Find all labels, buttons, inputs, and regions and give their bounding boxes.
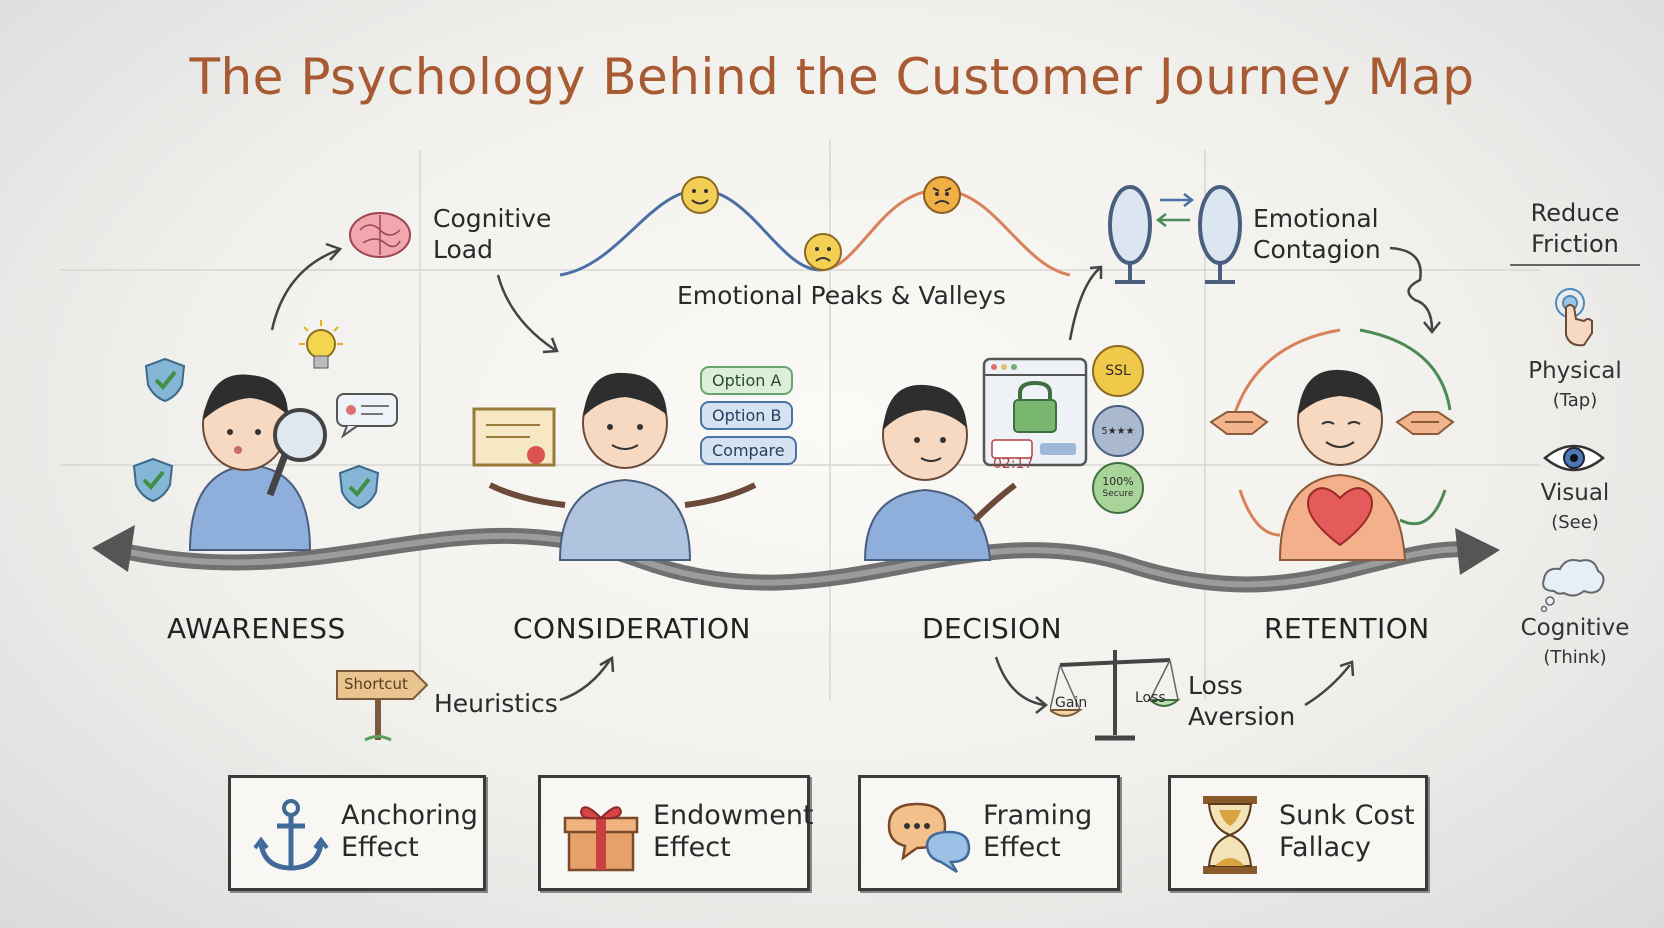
worried-face-icon: [804, 233, 842, 271]
ssl-badge: SSL: [1092, 345, 1144, 397]
awareness-character: [188, 374, 327, 551]
heuristics-label: Heuristics: [434, 689, 558, 718]
brain-icon: [349, 212, 411, 258]
handshake-icon: [1395, 411, 1455, 435]
eye-icon: [1543, 444, 1605, 472]
thought-cloud-icon: [1540, 559, 1605, 613]
hourglass-icon: [1203, 796, 1257, 874]
friction-physical-sub: (Tap): [1552, 390, 1598, 411]
shield-check-icon: [144, 357, 186, 403]
friction-physical-label: Physical: [1528, 358, 1622, 384]
stage-retention: RETENTION: [1264, 612, 1430, 645]
countdown-timer: 02:17: [993, 456, 1034, 472]
happy-face-icon: [681, 176, 719, 214]
speech-bubbles-icon: [887, 802, 971, 874]
tap-icon: [1555, 288, 1593, 347]
stage-decision: DECISION: [922, 612, 1063, 645]
path-arrowhead-right: [1455, 528, 1500, 575]
handshake-icon: [1209, 411, 1269, 435]
page-title: The Psychology Behind the Customer Journ…: [189, 48, 1475, 106]
lightbulb-icon: [299, 320, 343, 369]
gift-icon: [563, 806, 639, 872]
stage-consideration: CONSIDERATION: [513, 612, 751, 645]
rating-badge: 5★★★: [1092, 405, 1144, 457]
friction-visual-label: Visual: [1540, 480, 1610, 506]
friction-cognitive-sub: (Think): [1543, 647, 1607, 668]
emotional-peaks-label: Emotional Peaks & Valleys: [677, 281, 1006, 310]
anchor-icon: [253, 799, 329, 871]
angry-face-icon: [923, 176, 961, 214]
signpost-icon: [336, 670, 429, 742]
stage-awareness: AWARENESS: [167, 612, 346, 645]
mirrors-icon: [1108, 185, 1242, 284]
path-arrowhead-left: [92, 525, 135, 572]
secure-badge: 100%Secure: [1092, 462, 1144, 514]
scale-loss-label: Loss: [1135, 690, 1166, 706]
balance-scale-icon: [1050, 650, 1180, 741]
chat-bubble-icon: [336, 393, 398, 439]
friction-visual-sub: (See): [1551, 512, 1599, 533]
option-b-pill: Option B: [700, 401, 794, 430]
emotional-curve: [559, 176, 1071, 277]
shield-check-icon: [132, 457, 174, 503]
certificate-icon: [472, 407, 556, 467]
consideration-character: [488, 372, 757, 561]
heart-icon: [1307, 487, 1373, 547]
lock-icon: [1018, 380, 1052, 400]
decision-character: [863, 384, 1017, 561]
compare-pill: Compare: [700, 436, 797, 465]
shield-check-icon: [338, 464, 380, 510]
checkout-screen: [982, 357, 1088, 467]
option-a-pill: Option A: [700, 366, 794, 395]
shortcut-sign-label: Shortcut: [344, 675, 408, 693]
retention-character: [1228, 328, 1452, 561]
scale-gain-label: Gain: [1055, 695, 1088, 711]
friction-cognitive-label: Cognitive: [1520, 615, 1630, 641]
